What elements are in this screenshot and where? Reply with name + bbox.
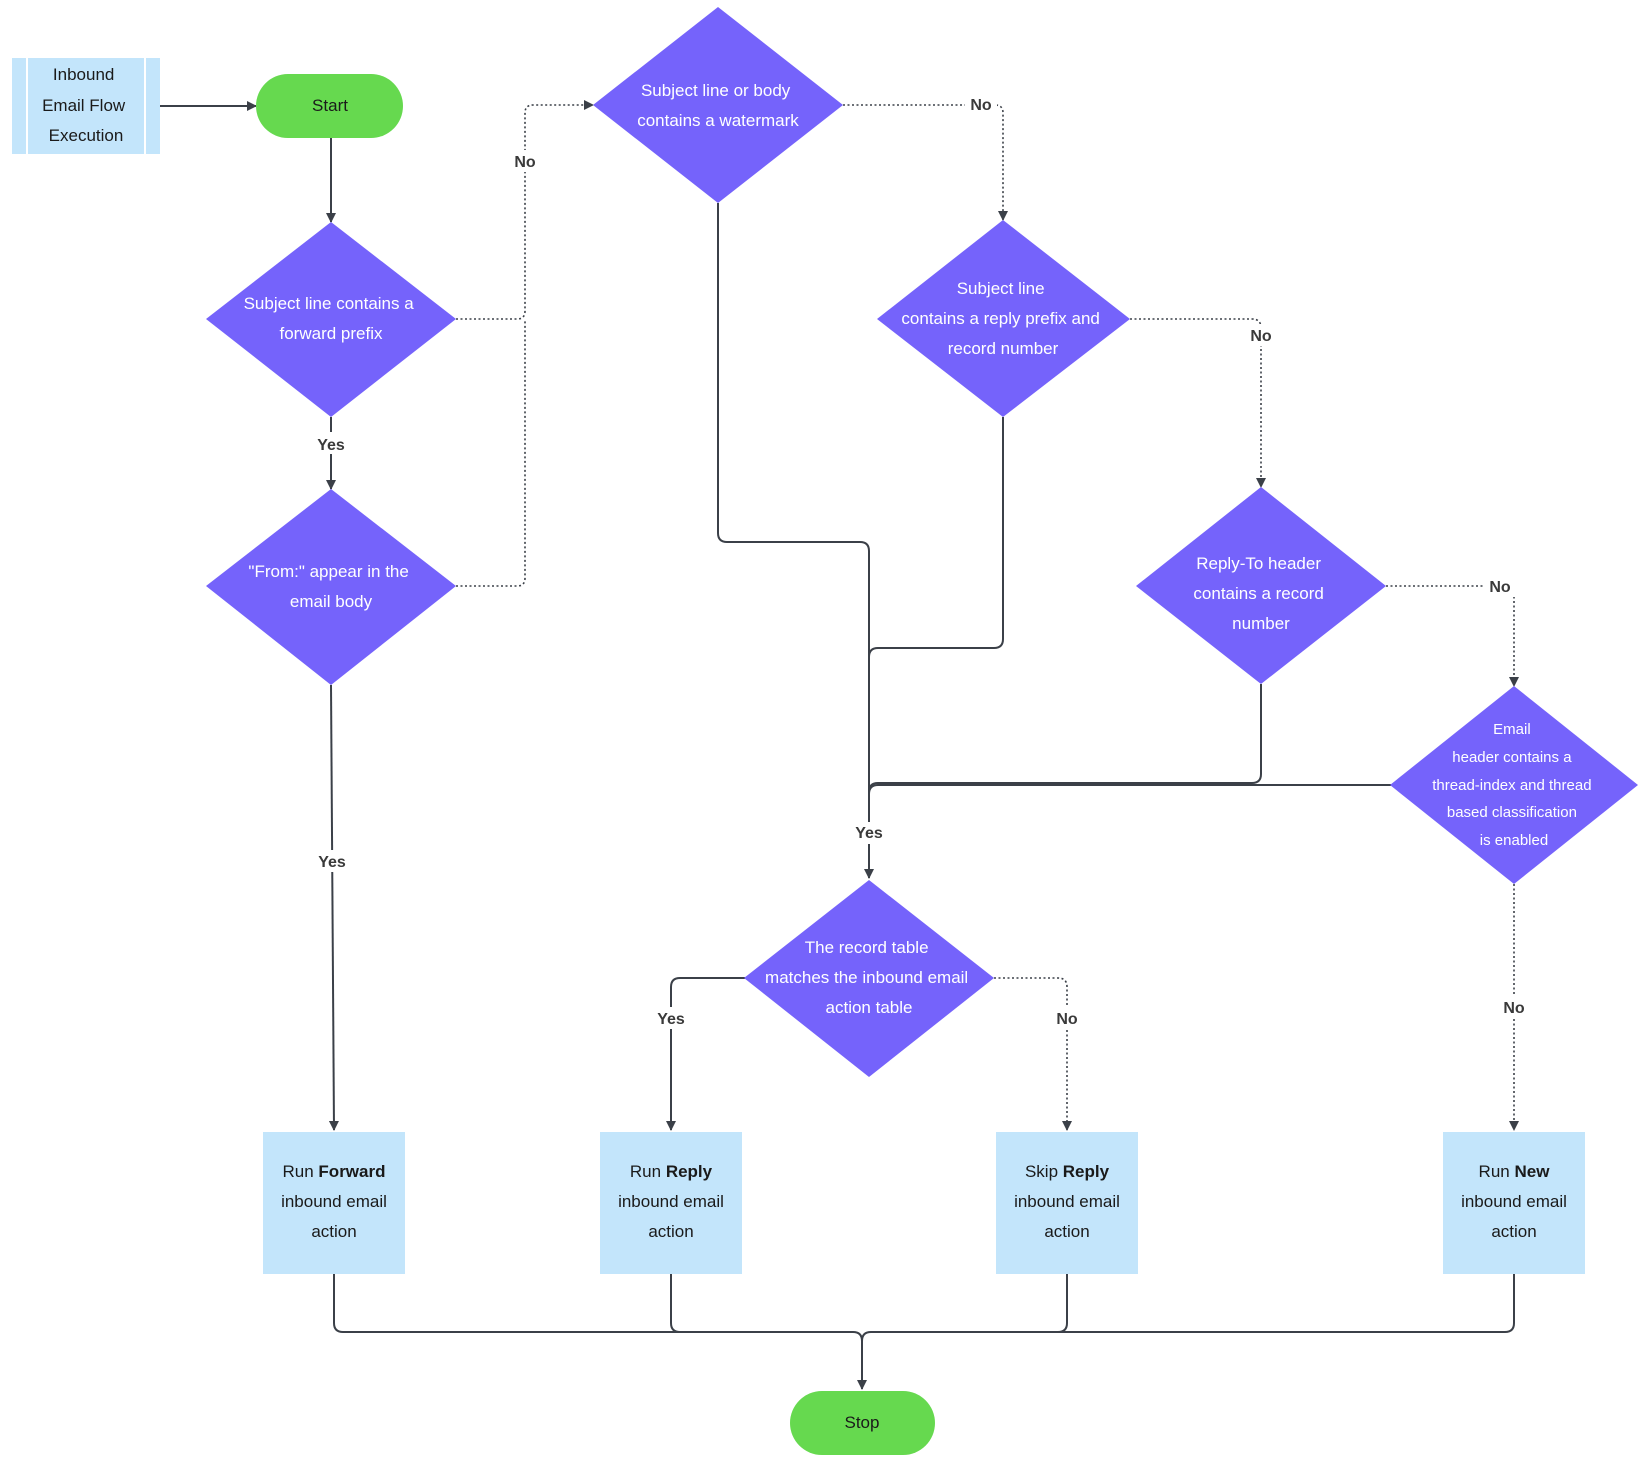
label-no-reply-prefix: No (1250, 328, 1272, 345)
label-yes-from-body: Yes (318, 854, 346, 871)
label-no-reply-to: No (1489, 579, 1511, 596)
edge-new-to-stop (1058, 1274, 1515, 1333)
decision-shape (206, 222, 456, 417)
decision-forward-prefix: Subject line contains a forward prefix (206, 222, 456, 417)
decision-text: "From:" appear in the email body (248, 562, 413, 611)
edge-reply-prefix-yes (868, 417, 1004, 658)
edge-from-body-yes (328, 684, 339, 1131)
label-no-thread-index: No (1503, 1000, 1525, 1017)
action-shape (600, 1132, 742, 1274)
decision-shape (1136, 487, 1386, 684)
action-line-3: action (648, 1222, 693, 1241)
action-line-3: action (1044, 1222, 1089, 1241)
action-shape (996, 1132, 1138, 1274)
decision-text: Subject line or body contains a watermar… (637, 81, 799, 130)
decision-shape (593, 7, 843, 203)
decision-text: The record table matches the inbound ema… (765, 938, 973, 1017)
edge-watermark-no (843, 104, 1008, 221)
decision-shape (1390, 686, 1638, 884)
label-no-to-watermark: No (514, 154, 536, 171)
decision-record-table: The record table matches the inbound ema… (744, 880, 994, 1077)
edge-forward-to-stop (333, 1274, 867, 1390)
edge-record-table-no (994, 977, 1072, 1131)
edge-record-table-yes (666, 977, 745, 1131)
edge-watermark-yes (717, 203, 874, 879)
start-terminal: Start (256, 74, 403, 138)
decision-shape (206, 489, 456, 685)
label-yes-forward-prefix: Yes (317, 437, 345, 454)
label-no-record-table: No (1056, 1011, 1078, 1028)
start-label: Start (312, 96, 348, 115)
action-line-2: inbound email (281, 1192, 387, 1211)
decision-text: Subject line contains a reply prefix and… (901, 279, 1104, 358)
stop-label: Stop (845, 1413, 880, 1432)
action-line-2: inbound email (1461, 1192, 1567, 1211)
action-skip-reply: Skip Reply inbound email action (996, 1132, 1138, 1274)
label-yes-merge: Yes (855, 825, 883, 842)
action-shape (263, 1132, 405, 1274)
decision-watermark: Subject line or body contains a watermar… (593, 7, 843, 203)
decision-reply-prefix: Subject line contains a reply prefix and… (877, 220, 1130, 417)
edge-from-body-no (456, 319, 526, 587)
label-yes-record-table: Yes (657, 1011, 685, 1028)
decision-shape (877, 220, 1130, 417)
edge-reply-to-stop (670, 1274, 681, 1333)
connectors (160, 100, 1519, 1390)
action-line-3: action (1491, 1222, 1536, 1241)
action-shape (1443, 1132, 1585, 1274)
annotation-note: Inbound Email Flow Execution (12, 58, 160, 154)
edge-skip-to-stop (861, 1274, 1068, 1342)
action-line-2: inbound email (1014, 1192, 1120, 1211)
edge-reply-to-no (1386, 585, 1519, 687)
action-line-1: Run New (1479, 1162, 1551, 1181)
action-run-reply: Run Reply inbound email action (600, 1132, 742, 1274)
action-run-forward: Run Forward inbound email action (263, 1132, 405, 1274)
action-run-new: Run New inbound email action (1443, 1132, 1585, 1274)
edge-reply-prefix-no (1130, 318, 1266, 488)
decision-text: Email header contains a thread-index and… (1432, 721, 1595, 849)
action-line-3: action (311, 1222, 356, 1241)
edge-labels: Yes Yes No No No No Yes Yes No No (312, 94, 1530, 1029)
action-line-2: inbound email (618, 1192, 724, 1211)
decision-text: Subject line contains a forward prefix (244, 294, 419, 343)
decision-reply-to-header: Reply-To header contains a record number (1136, 487, 1386, 684)
decision-shape (744, 880, 994, 1077)
annotation-note-box (12, 58, 160, 154)
decision-from-in-body: "From:" appear in the email body (206, 489, 456, 685)
action-line-1: Run Reply (630, 1162, 713, 1181)
start-shape (256, 74, 403, 138)
edge-reply-to-yes (868, 684, 1262, 793)
decision-text: Reply-To header contains a record number (1193, 554, 1328, 633)
edge-thread-yes (868, 784, 1391, 795)
stop-shape (790, 1391, 935, 1455)
action-line-1: Skip Reply (1025, 1162, 1110, 1181)
edge-forward-prefix-no (456, 100, 594, 320)
stop-terminal: Stop (790, 1391, 935, 1455)
decision-thread-index: Email header contains a thread-index and… (1390, 686, 1638, 884)
label-no-watermark: No (970, 97, 992, 114)
action-line-1: Run Forward (283, 1162, 386, 1181)
annotation-note-text: Inbound Email Flow Execution (42, 65, 130, 145)
